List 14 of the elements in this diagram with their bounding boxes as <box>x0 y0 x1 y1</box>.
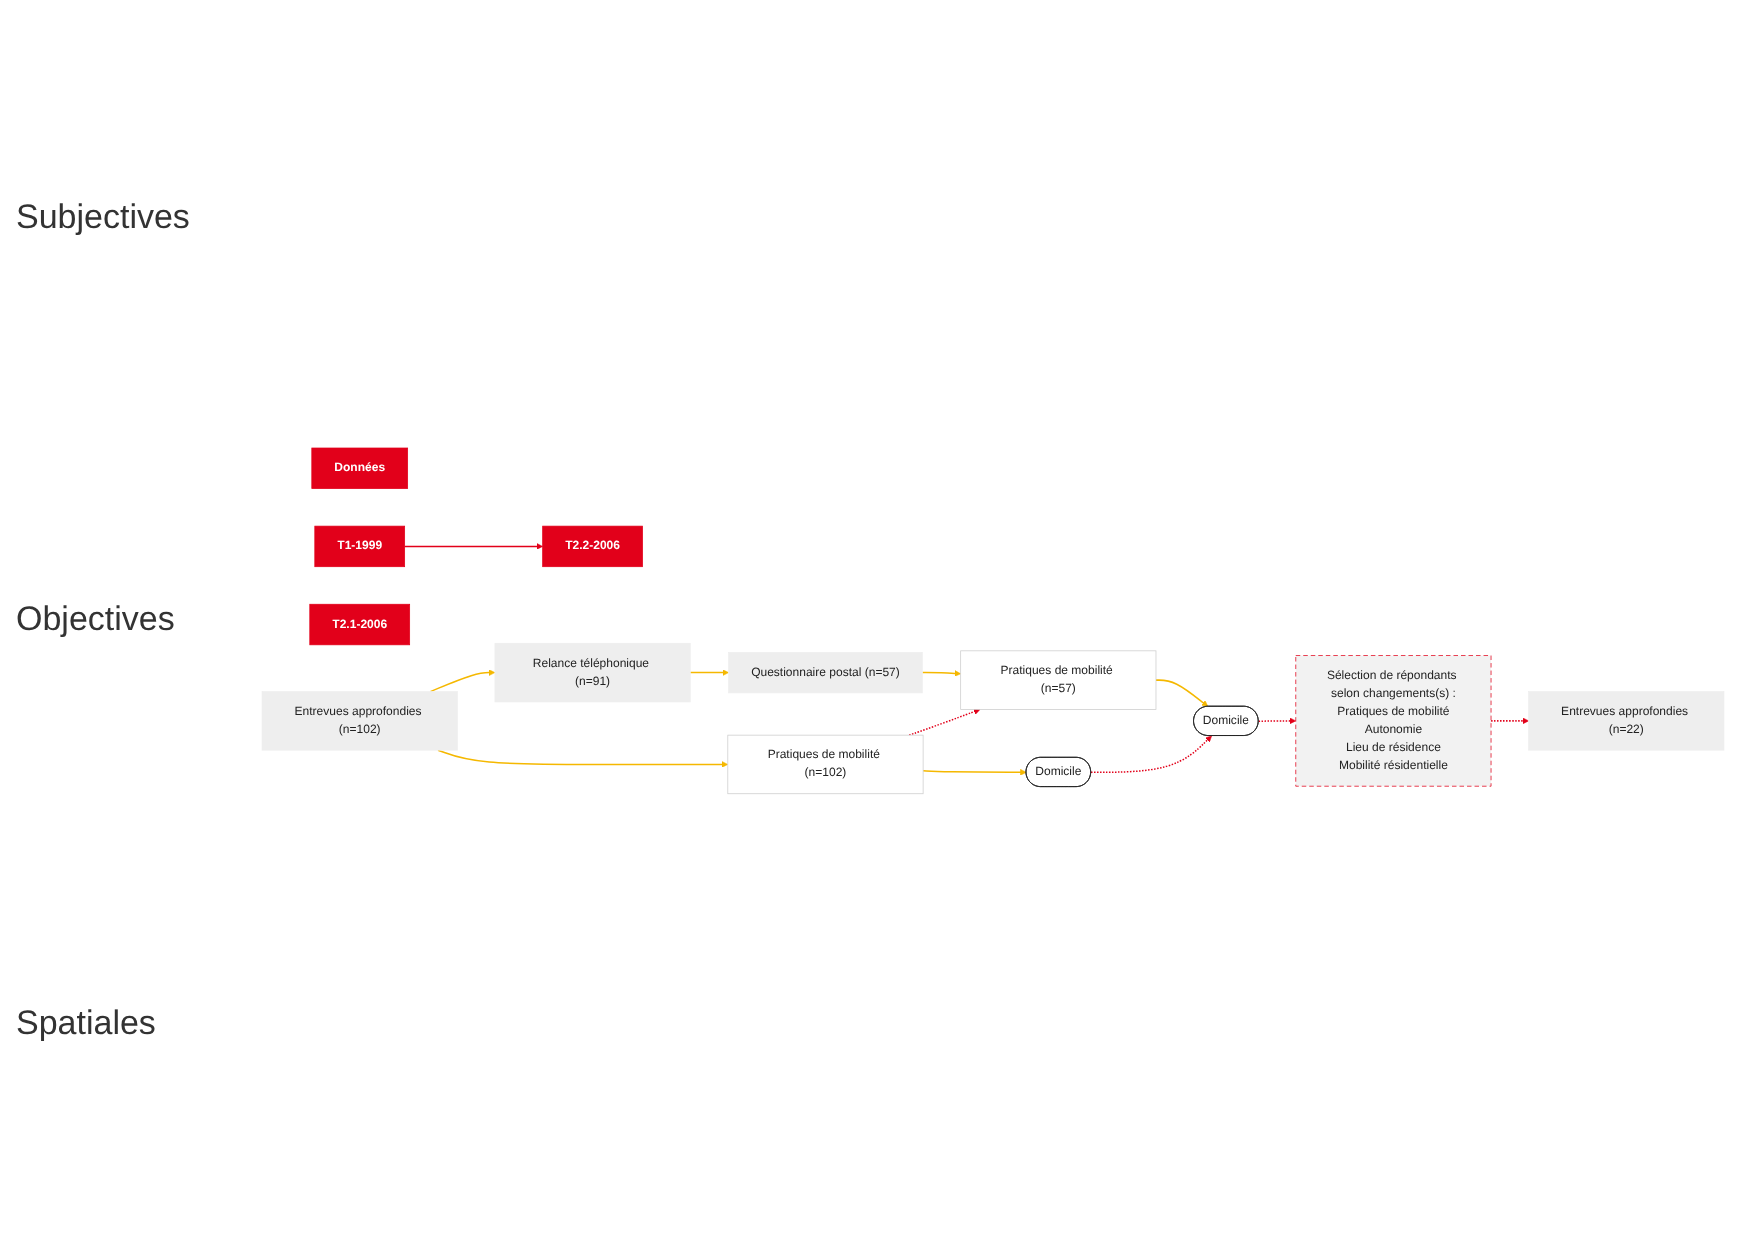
arrow <box>437 749 729 768</box>
row-label: Spatiales <box>16 1004 158 1045</box>
arrow <box>1090 735 1212 774</box>
arrow <box>689 669 729 677</box>
arrow <box>908 708 981 736</box>
row-label: Objectives <box>16 600 177 641</box>
arrow <box>921 670 961 677</box>
arrow <box>922 769 1027 776</box>
arrow <box>1257 717 1297 725</box>
row-label: Subjectives <box>16 197 192 238</box>
arrow <box>1490 717 1529 725</box>
arrow <box>403 543 543 550</box>
arrow <box>429 669 496 693</box>
arrow <box>1155 679 1209 708</box>
